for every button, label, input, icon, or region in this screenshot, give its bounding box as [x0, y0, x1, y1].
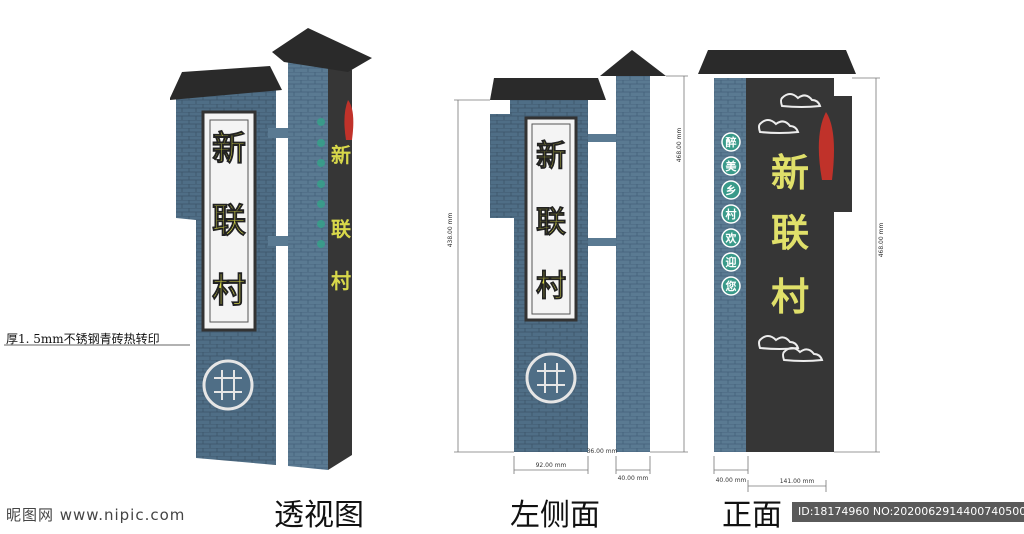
front-view [698, 50, 880, 492]
dim-side-bottom-right: 40.00 mm [618, 475, 649, 482]
perspective-left-roof [170, 66, 282, 100]
cloud-ornament-icon [758, 93, 824, 362]
dim-front-bottom-right: 141.00 mm [780, 478, 815, 485]
slogan-char: 村 [726, 207, 737, 221]
side-char: 村 [331, 269, 351, 293]
perspective-side-chars: 新 联 村 [331, 143, 351, 293]
main-char: 新 [771, 151, 809, 195]
main-char: 联 [212, 201, 246, 241]
slogan-char: 您 [726, 279, 737, 293]
perspective-panel [201, 110, 257, 332]
dim-side-right-height: 468.00 mm [676, 128, 683, 163]
slogan-char: 美 [726, 159, 738, 173]
left-side-view [454, 50, 688, 474]
side-lattice-window-icon [525, 352, 577, 404]
main-char: 联 [536, 205, 566, 240]
perspective-dark-side [328, 58, 352, 470]
main-char: 村 [771, 275, 809, 319]
main-char: 村 [536, 269, 566, 304]
front-red-accent [818, 112, 834, 180]
dimension-labels: 438.00 mm 468.00 mm 92.00 mm 36.00 mm 40… [447, 128, 885, 485]
view-title-front: 正面 [722, 498, 782, 533]
view-title-left-side: 左侧面 [510, 498, 600, 533]
material-note: 厚1. 5mm不锈钢青砖热转印 [6, 332, 160, 346]
dim-side-bottom-mid: 36.00 mm [587, 448, 618, 455]
side-right-pillar [616, 76, 650, 452]
front-roof [698, 50, 856, 74]
slogan-char: 醉 [726, 135, 737, 149]
view-title-perspective: 透视图 [274, 498, 364, 533]
perspective-main-chars: 新 联 村 [212, 129, 247, 312]
dim-side-left-height: 438.00 mm [447, 213, 454, 248]
side-char: 新 [331, 143, 351, 167]
main-char: 新 [536, 139, 566, 174]
main-char: 联 [771, 211, 809, 255]
slogan-char: 欢 [725, 231, 738, 245]
slogan-char: 迎 [726, 255, 737, 269]
lattice-window-icon [202, 359, 254, 411]
side-left-roof [490, 78, 606, 100]
perspective-view [170, 28, 372, 470]
front-slogan: 醉 美 乡 村 欢 迎 您 [721, 132, 741, 296]
main-char: 新 [212, 129, 246, 169]
main-char: 村 [212, 271, 246, 311]
watermark-left: 昵图网 www.nipic.com [6, 506, 186, 524]
dim-front-bottom-left: 40.00 mm [716, 477, 747, 484]
perspective-right-roof [272, 28, 372, 72]
dim-side-bottom-left: 92.00 mm [536, 462, 567, 469]
front-dark-panel [746, 78, 852, 452]
side-right-roof [600, 50, 666, 76]
side-panel [524, 116, 578, 322]
slogan-char: 乡 [726, 184, 737, 197]
front-main-chars: 新 联 村 [771, 151, 809, 319]
side-char: 联 [331, 217, 351, 241]
watermark-right: ID:18174960 NO:20200629144007405000 [792, 502, 1024, 522]
side-main-chars: 新 联 村 [536, 139, 567, 305]
dim-front-height: 468.00 mm [878, 223, 885, 258]
